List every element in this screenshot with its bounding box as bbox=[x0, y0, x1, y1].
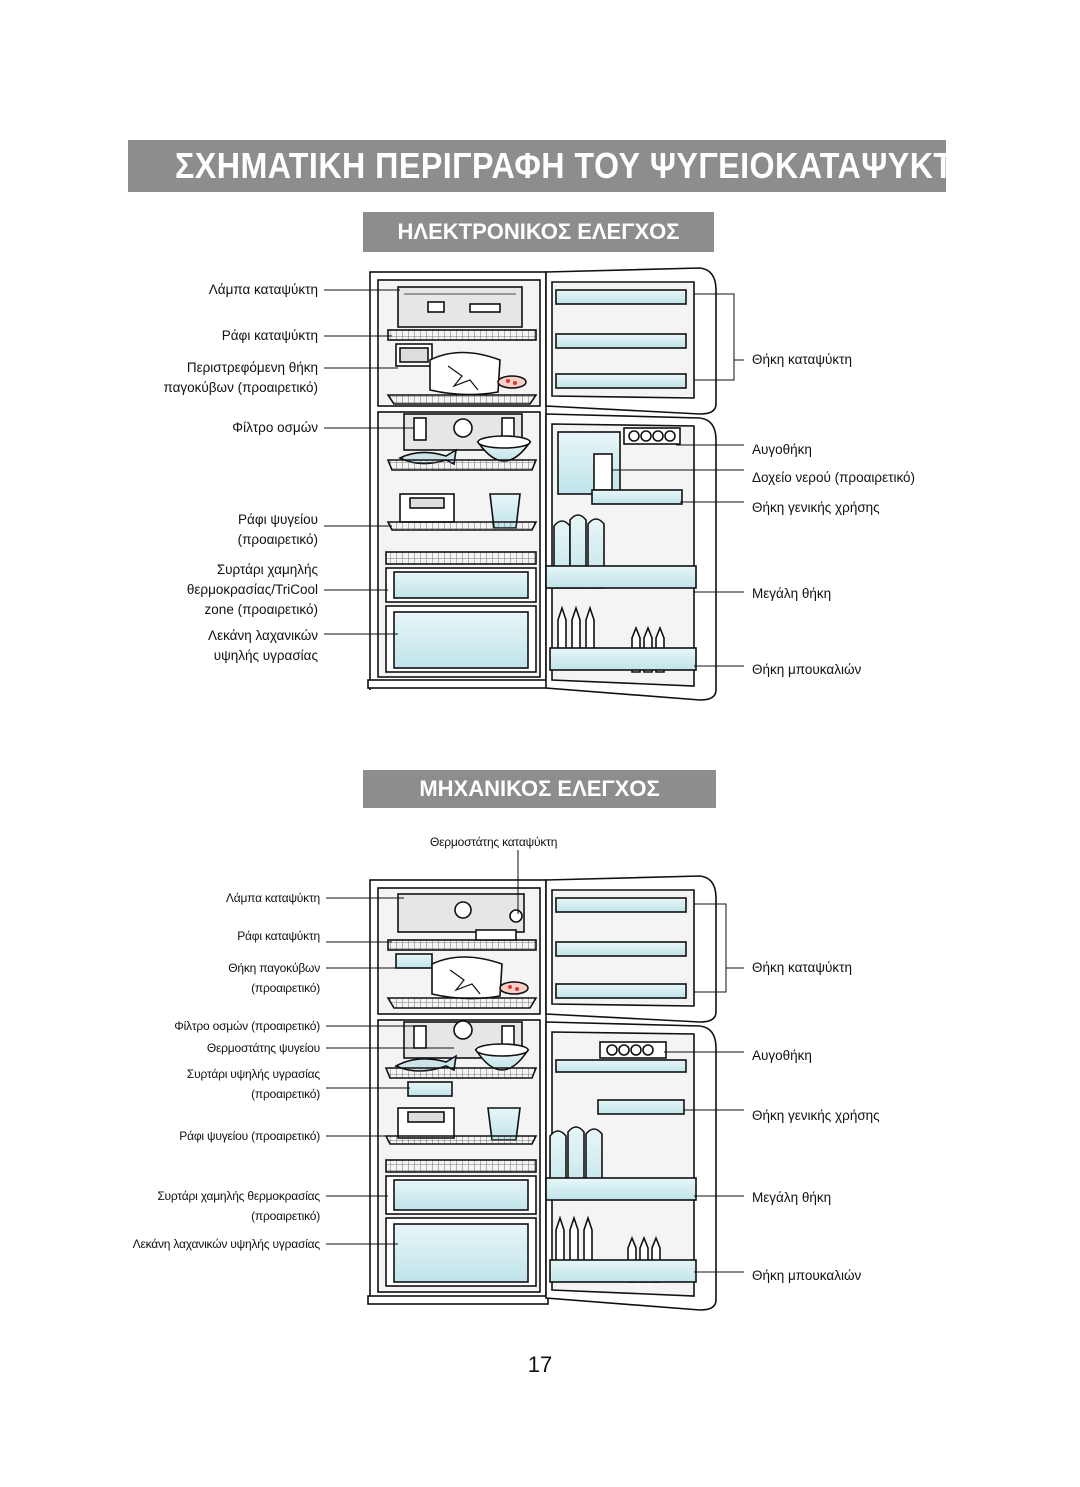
label-egg-tray: Αυγοθήκη bbox=[752, 442, 812, 457]
label-ice-maker: Περιστρεφόμενη θήκη bbox=[186, 360, 318, 375]
label-m-ice-tray-optional: (προαιρετικό) bbox=[251, 981, 320, 995]
label-m-freezer-door-bin: Θήκη καταψύκτη bbox=[752, 960, 852, 975]
label-freezer-lamp: Λάμπα καταψύκτη bbox=[208, 282, 318, 297]
label-crisper-2: υψηλής υγρασίας bbox=[213, 648, 318, 663]
label-m-egg-tray: Αυγοθήκη bbox=[752, 1048, 812, 1063]
label-m-general-bin: Θήκη γενικής χρήσης bbox=[752, 1108, 880, 1123]
label-fridge-shelf-optional: (προαιρετικό) bbox=[237, 532, 318, 547]
label-general-bin: Θήκη γενικής χρήσης bbox=[752, 500, 880, 515]
label-bottle-bin: Θήκη μπουκαλιών bbox=[752, 662, 862, 677]
fridge-mechanical bbox=[367, 875, 717, 1311]
label-odor-filter: Φίλτρο οσμών bbox=[232, 420, 318, 435]
page-number: 17 bbox=[527, 1352, 553, 1377]
label-water-tank: Δοχείο νερού (προαιρετικό) bbox=[752, 470, 916, 485]
label-crisper: Λεκάνη λαχανικών bbox=[208, 628, 318, 643]
label-ice-maker-optional: παγοκύβων (προαιρετικό) bbox=[163, 380, 318, 395]
label-m-fridge-thermostat: Θερμοστάτης ψυγείου bbox=[206, 1041, 320, 1055]
label-m-crisper: Λεκάνη λαχανικών υψηλής υγρασίας bbox=[132, 1237, 321, 1251]
label-m-fridge-shelf: Ράφι ψυγείου (προαιρετικό) bbox=[179, 1129, 320, 1143]
label-large-bin: Μεγάλη θήκη bbox=[752, 586, 832, 601]
label-m-humidity-drawer-optional: (προαιρετικό) bbox=[251, 1087, 320, 1101]
section-heading-mechanical: ΜΗΧΑΝΙΚΟΣ ΕΛΕΓΧΟΣ bbox=[363, 770, 716, 808]
page-title: ΣΧΗΜΑΤΙΚΗ ΠΕΡΙΓΡΑΦΗ ΤΟΥ ΨΥΓΕΙΟΚΑΤΑΨΥΚΤΗ bbox=[128, 140, 977, 192]
label-fridge-shelf: Ράφι ψυγείου bbox=[238, 512, 318, 527]
label-freezer-door-bin: Θήκη καταψύκτη bbox=[752, 352, 852, 367]
label-tricool-drawer-3: zone (προαιρετικό) bbox=[204, 602, 318, 617]
label-tricool-drawer-2: θερμοκρασίας/TriCool bbox=[186, 582, 318, 597]
label-m-freezer-lamp: Λάμπα καταψύκτη bbox=[225, 891, 320, 905]
label-m-large-bin: Μεγάλη θήκη bbox=[752, 1190, 832, 1205]
label-freezer-shelf: Ράφι καταψύκτη bbox=[221, 328, 318, 343]
label-m-ice-tray: Θήκη παγοκύβων bbox=[228, 961, 320, 975]
label-m-humidity-drawer: Συρτάρι υψηλής υγρασίας bbox=[186, 1067, 320, 1081]
label-tricool-drawer: Συρτάρι χαμηλής bbox=[216, 562, 318, 577]
label-m-bottle-bin: Θήκη μπουκαλιών bbox=[752, 1268, 862, 1283]
label-m-odor-filter: Φίλτρο οσμών (προαιρετικό) bbox=[174, 1019, 320, 1033]
fridge-electronic bbox=[367, 267, 717, 701]
label-m-low-temp-drawer-optional: (προαιρετικό) bbox=[251, 1209, 320, 1223]
label-m-low-temp-drawer: Συρτάρι χαμηλής θερμοκρασίας bbox=[157, 1189, 320, 1203]
section-heading-electronic: ΗΛΕΚΤΡΟΝΙΚΟΣ ΕΛΕΓΧΟΣ bbox=[363, 212, 714, 252]
label-m-freezer-shelf: Ράφι καταψύκτη bbox=[237, 929, 320, 943]
label-freezer-thermostat: Θερμοστάτης καταψύκτη bbox=[430, 835, 558, 849]
